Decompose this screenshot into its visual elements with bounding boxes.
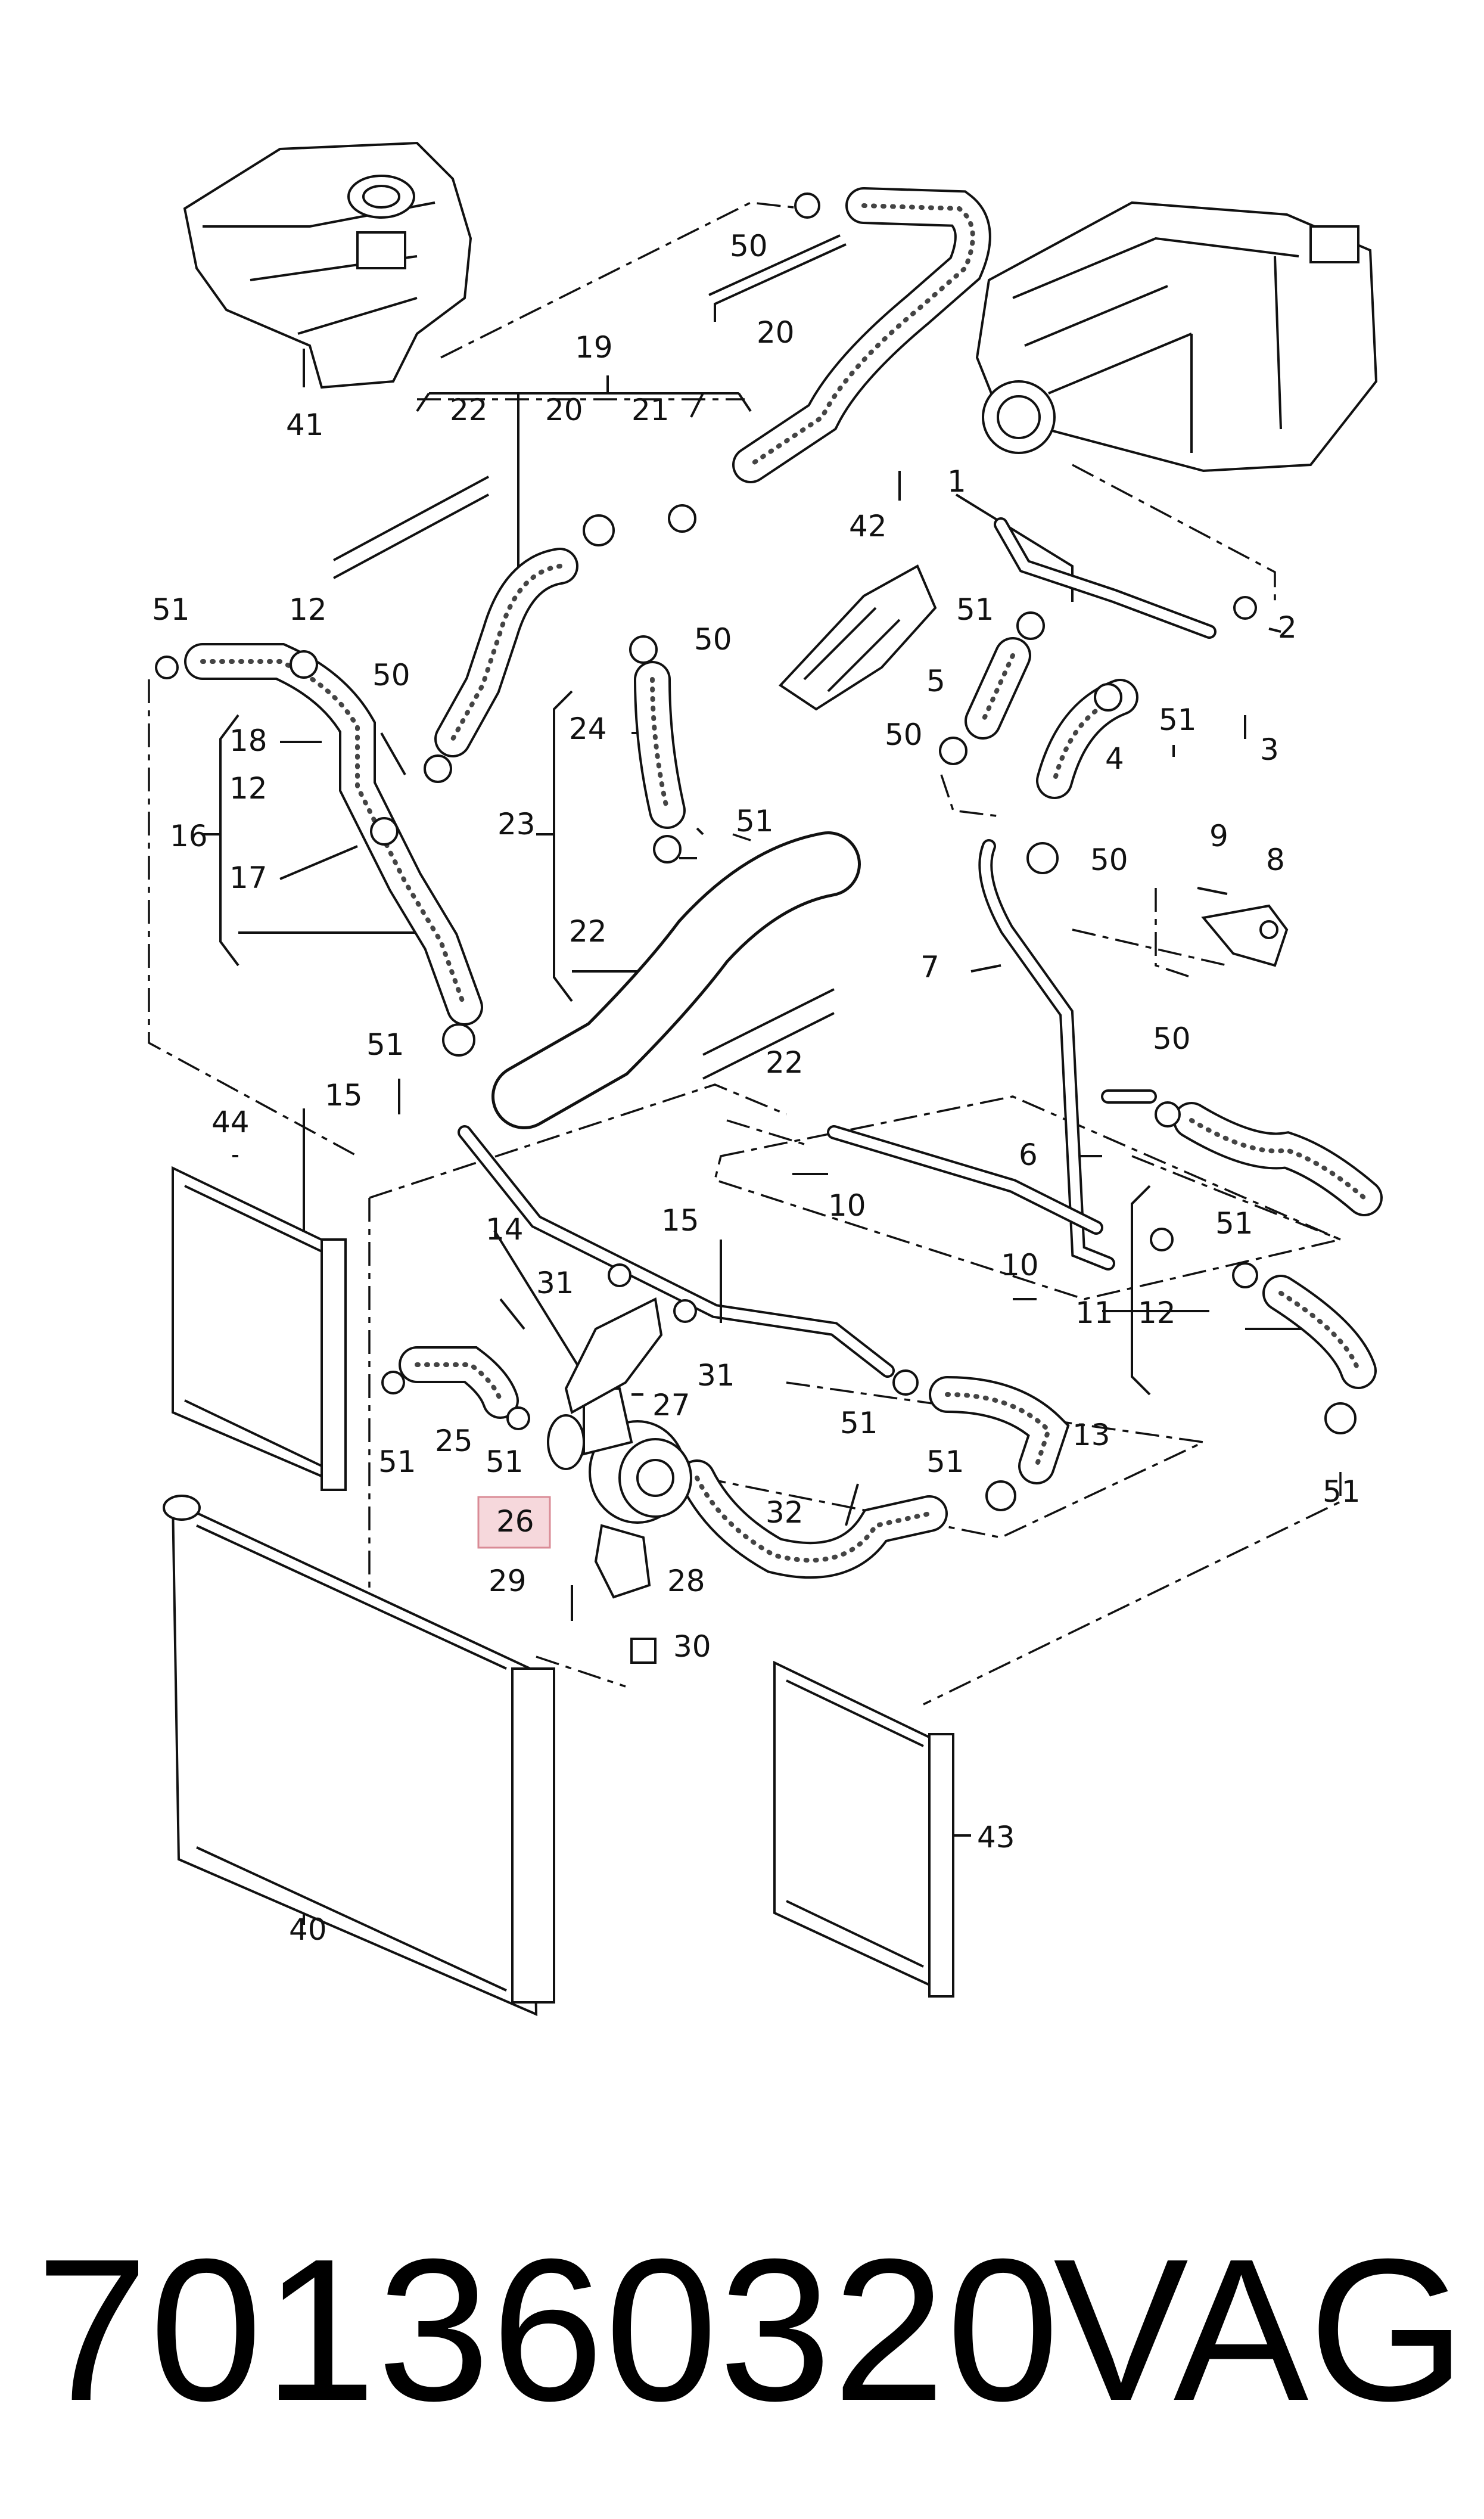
callout-22: 22	[450, 393, 488, 427]
bracket	[1201, 904, 1289, 967]
callout-7: 7	[920, 950, 939, 984]
callout-50: 50	[694, 622, 732, 657]
callout-18: 18	[229, 723, 267, 758]
main-radiator	[163, 1495, 555, 2017]
callout-11: 11	[1075, 1296, 1113, 1330]
callout-29: 29	[489, 1564, 527, 1598]
callout-51: 51	[1215, 1206, 1253, 1241]
callout-28: 28	[667, 1564, 705, 1598]
callout-16: 16	[170, 819, 208, 853]
callout-12: 12	[1138, 1296, 1176, 1330]
callout-42: 42	[849, 509, 887, 543]
heat-shield	[778, 564, 937, 711]
brand-name: VAG	[1053, 2217, 1466, 2443]
callout-9: 9	[1209, 819, 1228, 853]
auxiliary-radiator-left	[172, 1166, 347, 1491]
callout-8: 8	[1266, 843, 1285, 877]
callout-22: 22	[766, 1045, 804, 1080]
callout-22: 22	[569, 914, 607, 949]
auxiliary-radiator-right	[773, 1660, 954, 1998]
clamps-and-bolts	[155, 192, 1357, 1664]
expansion-tank	[183, 141, 472, 389]
callout-50: 50	[730, 229, 768, 263]
auxiliary-water-pump	[547, 1387, 692, 1524]
callout-31: 31	[697, 1358, 735, 1393]
leader-lines	[203, 349, 1352, 1925]
callout-6: 6	[1019, 1138, 1038, 1172]
callout-41: 41	[286, 408, 324, 442]
callout-5: 5	[926, 664, 945, 698]
callout-51: 51	[152, 592, 190, 627]
callout-51: 51	[366, 1027, 405, 1062]
callout-15: 15	[325, 1078, 363, 1113]
callout-2: 2	[1278, 610, 1297, 645]
coolant-pipes	[458, 517, 1217, 1378]
callout-21: 21	[631, 393, 670, 427]
callout-13: 13	[1072, 1418, 1110, 1452]
callout-30: 30	[673, 1629, 711, 1664]
callout-12: 12	[229, 771, 267, 806]
callout-17: 17	[229, 861, 267, 895]
callout-20: 20	[545, 393, 583, 427]
callout-14: 14	[486, 1212, 524, 1247]
callout-19: 19	[575, 330, 613, 365]
cooling-system-exploded-diagram: 50 20 41 19 22 20 21 1 42 2 51 12 50 51 …	[148, 141, 1383, 2017]
supercharger-housing	[975, 201, 1378, 473]
highlight-box-part-26	[477, 1496, 551, 1549]
callout-1: 1	[947, 464, 966, 499]
callout-32: 32	[766, 1495, 804, 1530]
callout-20: 20	[757, 315, 795, 350]
callout-51: 51	[1323, 1474, 1361, 1509]
cable-ties	[333, 234, 847, 1080]
callout-50: 50	[1153, 1021, 1191, 1056]
callout-10: 10	[828, 1188, 866, 1223]
callout-51: 51	[486, 1445, 524, 1479]
pump-brackets	[564, 1297, 663, 1599]
callout-numbers: 50 20 41 19 22 20 21 1 42 2 51 12 50 51 …	[152, 229, 1361, 1947]
callout-31: 31	[536, 1266, 574, 1300]
callout-25: 25	[435, 1424, 473, 1458]
callout-3: 3	[1260, 732, 1279, 767]
callout-51: 51	[956, 592, 994, 627]
callout-26: 26	[496, 1504, 534, 1539]
callout-51: 51	[840, 1406, 878, 1440]
callout-51: 51	[736, 804, 774, 838]
callout-10: 10	[1001, 1248, 1039, 1282]
callout-43: 43	[977, 1820, 1015, 1855]
callout-50: 50	[372, 658, 410, 692]
callout-51: 51	[378, 1445, 416, 1479]
main-radiator-hose	[491, 831, 861, 1129]
callout-23: 23	[497, 807, 536, 841]
callout-40: 40	[289, 1912, 327, 1947]
callout-4: 4	[1105, 741, 1124, 776]
callout-51: 51	[926, 1445, 965, 1479]
callout-51: 51	[1159, 703, 1197, 737]
footer: 701360320 VAG	[0, 2205, 1484, 2455]
callout-50: 50	[1090, 843, 1128, 877]
callout-15: 15	[661, 1203, 699, 1238]
callout-50: 50	[885, 718, 923, 752]
callout-24: 24	[569, 712, 607, 746]
callout-27: 27	[652, 1388, 690, 1422]
callout-44: 44	[211, 1105, 250, 1139]
callout-12: 12	[289, 592, 327, 627]
part-number: 701360320	[36, 2217, 1060, 2443]
